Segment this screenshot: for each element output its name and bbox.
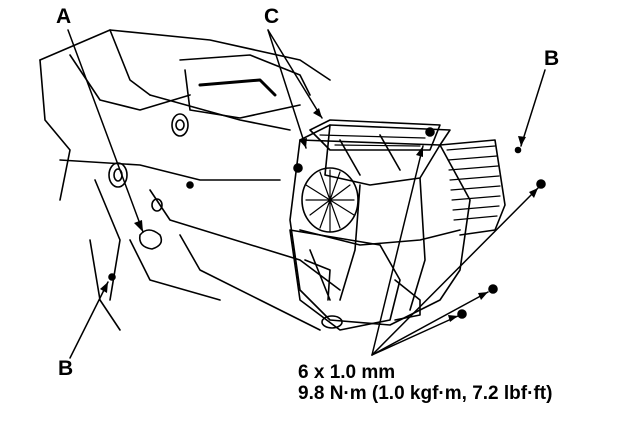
torque-text: 9.8 N·m (1.0 kgf·m, 7.2 lbf·ft) — [298, 383, 553, 404]
top-duct — [309, 119, 441, 151]
callout-b-left-label: B — [58, 357, 74, 380]
mounting-bolts — [108, 127, 546, 319]
callout-b-right-label: B — [544, 47, 560, 70]
bolt-spec-block: 6 x 1.0 mm 9.8 N·m (1.0 kgf·m, 7.2 lbf·f… — [298, 362, 552, 404]
frame-grommets — [108, 113, 189, 250]
bolt-size-text: 6 x 1.0 mm — [298, 362, 396, 383]
leader-arrows — [67, 29, 546, 359]
blower-grille — [301, 167, 359, 233]
callout-c-label: C — [264, 5, 280, 28]
heater-unit-housing — [289, 124, 471, 326]
outlet-grille — [439, 139, 506, 236]
callout-a-label: A — [56, 5, 72, 28]
arrow-heads — [100, 108, 538, 322]
dashboard-frame — [39, 29, 341, 331]
